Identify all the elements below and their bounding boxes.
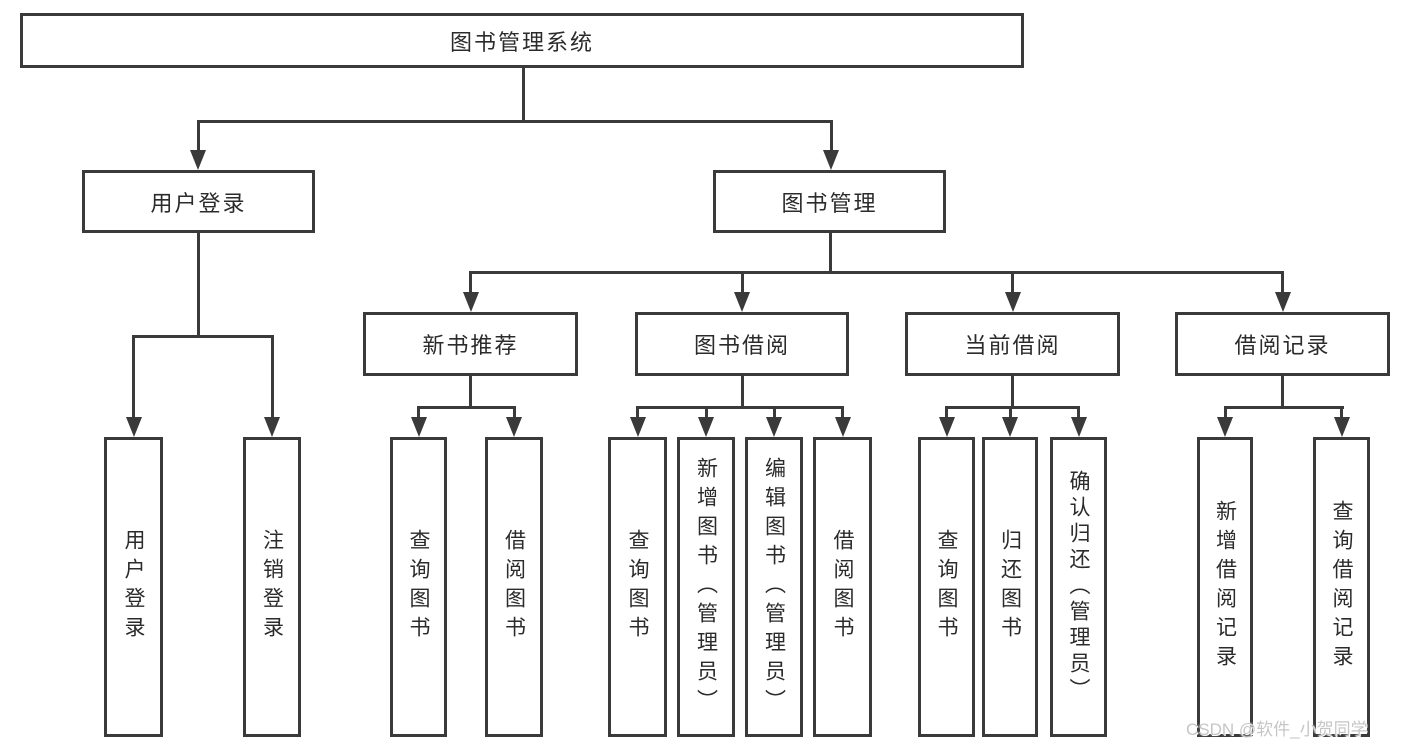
node-current-borrowing-label: 当前借阅	[964, 333, 1061, 358]
connector-book-mgmt-branch	[469, 271, 1284, 274]
leaf-add-borrow-record-label: 新增借阅记录	[1213, 500, 1237, 674]
node-current-borrowing: 当前借阅	[905, 312, 1120, 376]
connector-root-stub	[521, 68, 525, 123]
arrow-down-icon	[823, 150, 839, 170]
arrow-down-icon	[629, 417, 646, 437]
connector-book-borrow-stub	[740, 376, 744, 409]
connector-borrow-records-stub	[1281, 376, 1284, 409]
connector-borrow-records-drop-1	[1223, 406, 1227, 419]
arrow-down-icon	[1002, 417, 1018, 437]
connector-user-login-drop-1	[132, 335, 135, 419]
leaf-user-login-label: 用户登录	[122, 529, 145, 645]
leaf-add-book-admin: 新增图书（管理员）	[677, 437, 735, 737]
leaf-query-borrow-record-label: 查询借阅记录	[1330, 500, 1353, 674]
leaf-query-books-current-label: 查询图书	[935, 529, 958, 645]
arrow-down-icon	[734, 292, 750, 312]
arrow-down-icon	[1004, 292, 1021, 312]
leaf-query-books-borrowing: 查询图书	[608, 437, 667, 737]
connector-root-drop-left	[196, 120, 200, 152]
node-new-book-recommend: 新书推荐	[363, 312, 578, 376]
leaf-query-borrow-record: 查询借阅记录	[1313, 437, 1370, 737]
arrow-down-icon	[125, 417, 142, 437]
leaf-add-book-admin-label: 新增图书（管理员）	[694, 456, 718, 718]
arrow-down-icon	[462, 292, 479, 312]
connector-new-book-drop-1	[417, 406, 420, 419]
connector-book-borrow-drop-2	[704, 406, 708, 419]
leaf-confirm-return-admin-label: 确认归还（管理员）	[1067, 470, 1090, 704]
connector-book-borrow-branch	[636, 406, 844, 409]
arrow-down-icon	[506, 417, 522, 437]
arrow-down-icon	[698, 417, 714, 437]
leaf-add-borrow-record: 新增借阅记录	[1197, 437, 1253, 737]
connector-new-book-stub	[469, 376, 472, 409]
arrow-down-icon	[1333, 417, 1350, 437]
node-book-management-label: 图书管理	[781, 190, 878, 216]
leaf-user-login: 用户登录	[104, 437, 163, 737]
connector-book-borrow-drop-4	[841, 406, 844, 419]
node-book-management: 图书管理	[713, 170, 946, 233]
connector-book-mgmt-drop-2	[740, 271, 744, 295]
node-new-book-recommend-label: 新书推荐	[422, 333, 519, 358]
leaf-borrow-books-recommend: 借阅图书	[485, 437, 543, 737]
leaf-borrow-books-recommend-label: 借阅图书	[502, 529, 526, 645]
connector-user-login-branch	[132, 335, 274, 338]
connector-root-branch	[196, 120, 833, 123]
arrow-down-icon	[410, 417, 427, 437]
node-user-login-branch-label: 用户登录	[150, 190, 247, 216]
leaf-query-books-recommend: 查询图书	[390, 437, 447, 737]
arrow-down-icon	[264, 417, 280, 437]
leaf-query-books-recommend-label: 查询图书	[407, 529, 430, 645]
leaf-borrow-books: 借阅图书	[813, 437, 872, 737]
arrow-down-icon	[1274, 292, 1291, 312]
leaf-logout-label: 注销登录	[260, 529, 284, 645]
connector-current-borrow-drop-3	[1077, 406, 1080, 419]
csdn-watermark: CSDN @软件_小贺同学	[1186, 720, 1368, 739]
arrow-down-icon	[1217, 417, 1233, 437]
arrow-down-icon	[766, 417, 782, 437]
leaf-logout: 注销登录	[243, 437, 301, 737]
connector-borrow-records-branch	[1223, 406, 1344, 409]
node-library-system: 图书管理系统	[20, 13, 1024, 68]
leaf-return-books-label: 归还图书	[998, 529, 1022, 645]
leaf-return-books: 归还图书	[982, 437, 1038, 737]
connector-new-book-branch	[417, 406, 516, 409]
arrow-down-icon	[938, 417, 955, 437]
connector-book-borrow-drop-3	[772, 406, 776, 419]
leaf-query-books-borrowing-label: 查询图书	[626, 529, 649, 645]
node-library-system-label: 图书管理系统	[449, 29, 594, 55]
connector-new-book-drop-2	[512, 406, 516, 419]
connector-user-login-drop-2	[270, 335, 274, 419]
arrow-down-icon	[190, 150, 206, 170]
connector-book-mgmt-drop-4	[1281, 271, 1284, 295]
node-user-login-branch: 用户登录	[82, 170, 315, 233]
connector-current-borrow-branch	[945, 406, 1080, 409]
node-borrow-records-label: 借阅记录	[1234, 333, 1331, 358]
connector-book-mgmt-drop-1	[469, 271, 472, 295]
connector-user-login-stub	[197, 233, 200, 338]
arrow-down-icon	[1070, 417, 1087, 437]
node-book-borrowing: 图书借阅	[635, 312, 849, 376]
arrow-down-icon	[834, 417, 851, 437]
connector-book-borrow-drop-1	[636, 406, 639, 419]
node-book-borrowing-label: 图书借阅	[693, 333, 790, 358]
leaf-confirm-return-admin: 确认归还（管理员）	[1050, 437, 1107, 737]
connector-current-borrow-drop-1	[945, 406, 948, 419]
connector-book-mgmt-stub	[828, 233, 832, 274]
leaf-edit-book-admin-label: 编辑图书（管理员）	[762, 456, 786, 718]
leaf-query-books-current: 查询图书	[918, 437, 975, 737]
connector-root-drop-right	[829, 120, 833, 152]
connector-current-borrow-stub	[1011, 376, 1014, 409]
connector-current-borrow-drop-2	[1008, 406, 1012, 419]
connector-book-mgmt-drop-3	[1011, 271, 1014, 295]
leaf-edit-book-admin: 编辑图书（管理员）	[745, 437, 803, 737]
node-borrow-records: 借阅记录	[1175, 312, 1390, 376]
connector-borrow-records-drop-2	[1340, 406, 1343, 419]
leaf-borrow-books-label: 借阅图书	[831, 529, 854, 645]
